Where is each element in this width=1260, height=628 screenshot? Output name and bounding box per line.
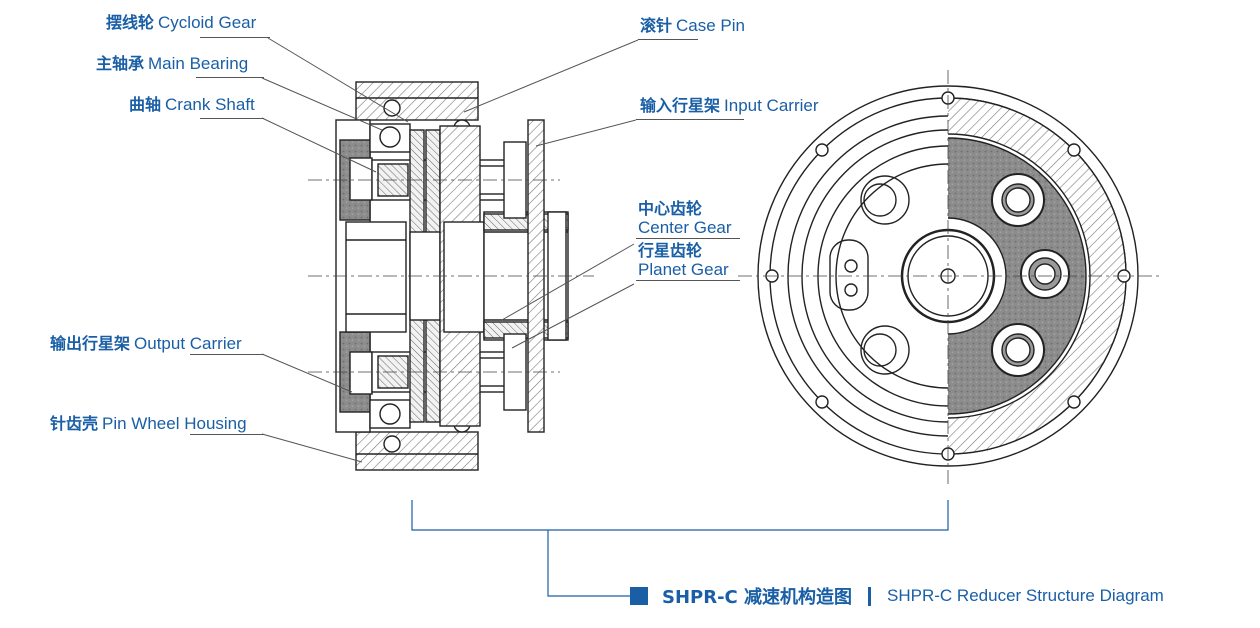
side-section-view: [308, 81, 594, 471]
label-center-gear: 中心齿轮 Center Gear: [638, 199, 732, 237]
label-cycloid-gear-en: Cycloid Gear: [158, 13, 257, 32]
label-pin-wheel-housing-zh: 针齿壳: [50, 414, 99, 433]
underline-pin-wheel-housing: [190, 434, 264, 435]
leader-case-pin: [463, 39, 639, 113]
leader-main-bearing: [261, 77, 383, 131]
label-input-carrier-zh: 输入行星架: [640, 96, 721, 115]
label-center-gear-en: Center Gear: [638, 218, 732, 237]
leader-planet-gear: [511, 283, 635, 349]
label-case-pin-en: Case Pin: [676, 16, 745, 35]
underline-planet-gear: [636, 280, 740, 281]
underline-cycloid-gear: [200, 37, 270, 38]
caption-zh: SHPR-C 减速机构造图: [662, 587, 853, 608]
leader-center-gear: [501, 243, 635, 321]
caption-square-icon: [630, 587, 648, 605]
leader-crank-shaft: [261, 117, 377, 173]
leader-cycloid-gear: [267, 37, 409, 123]
underline-crank-shaft: [200, 118, 264, 119]
underline-center-gear: [636, 238, 740, 239]
label-main-bearing-en: Main Bearing: [148, 54, 249, 73]
underline-input-carrier: [636, 119, 744, 120]
label-planet-gear-en: Planet Gear: [638, 260, 729, 279]
front-section-view: [738, 70, 1160, 484]
leader-lines: [261, 37, 639, 463]
label-planet-gear: 行星齿轮 Planet Gear: [638, 241, 729, 279]
housing-top: [355, 81, 479, 121]
label-center-gear-zh: 中心齿轮: [638, 199, 703, 218]
central-bore: [345, 221, 407, 333]
caption-en: SHPR-C Reducer Structure Diagram: [887, 586, 1164, 605]
label-cycloid-gear-zh: 摆线轮: [106, 13, 155, 32]
leader-output-carrier: [261, 353, 353, 393]
leader-pin-wheel-housing: [261, 433, 363, 463]
label-output-carrier-en: Output Carrier: [134, 334, 242, 353]
underline-main-bearing: [196, 77, 264, 78]
label-main-bearing-zh: 主轴承: [96, 54, 145, 73]
caption-separator: [868, 586, 872, 606]
housing-bottom: [355, 431, 479, 471]
underline-output-carrier: [190, 354, 264, 355]
label-crank-shaft-en: Crank Shaft: [165, 95, 255, 114]
label-case-pin-zh: 滚针: [640, 16, 673, 35]
label-output-carrier-zh: 输出行星架: [50, 334, 131, 353]
leader-input-carrier: [535, 119, 637, 147]
underline-case-pin: [638, 39, 698, 40]
views-bracket: [411, 500, 949, 597]
diagram-caption: SHPR-C 减速机构造图 SHPR-C Reducer Structure D…: [630, 584, 1164, 608]
label-planet-gear-zh: 行星齿轮: [638, 241, 703, 260]
label-crank-shaft-zh: 曲轴: [129, 95, 162, 114]
label-input-carrier-en: Input Carrier: [724, 96, 819, 115]
label-pin-wheel-housing-en: Pin Wheel Housing: [102, 414, 247, 433]
